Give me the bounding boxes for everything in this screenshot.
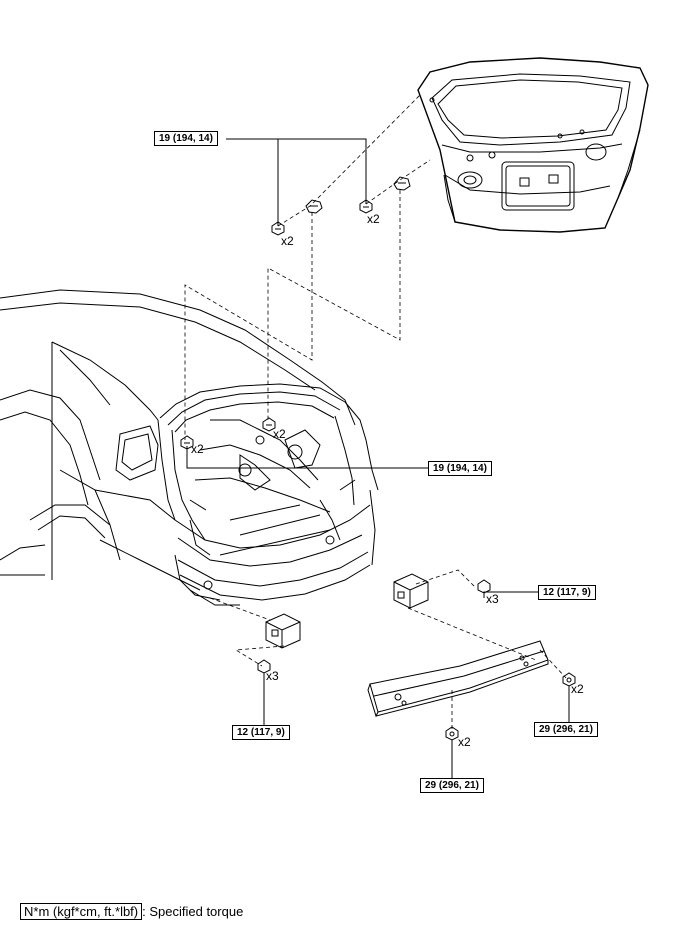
body-bolt-right [262, 417, 276, 432]
qty-body-bolt-right: x2 [273, 427, 286, 441]
vehicle-body [0, 289, 379, 606]
bracket-left [265, 613, 301, 649]
qty-nut-right: x2 [571, 682, 584, 696]
qty-tailgate-bolt-right: x2 [367, 212, 380, 226]
torque-spec-reinforcement-nut-center: 29 (296, 21) [420, 778, 484, 793]
tailgate [417, 57, 649, 233]
bumper-reinforcement [367, 640, 549, 718]
hinge-right [393, 176, 411, 191]
torque-spec-bracket-bolt-left: 12 (117, 9) [232, 725, 290, 740]
torque-spec-reinforcement-nut-right: 29 (296, 21) [534, 722, 598, 737]
qty-body-bolt-left: x2 [191, 442, 204, 456]
qty-bracket-bolt-right: x3 [486, 592, 499, 606]
legend-units-box: N*m (kgf*cm, ft.*lbf) [20, 903, 143, 920]
legend-description: : Specified torque [142, 904, 244, 919]
installation-guide-lines [184, 94, 567, 730]
leader-lines [186, 138, 570, 778]
torque-spec-tailgate-hinge-bolt: 19 (194, 14) [154, 131, 218, 146]
qty-tailgate-bolt-left: x2 [281, 234, 294, 248]
torque-spec-body-hinge-bolt: 19 (194, 14) [428, 461, 492, 476]
torque-legend: N*m (kgf*cm, ft.*lbf): Specified torque [20, 903, 244, 920]
bracket-right [393, 573, 429, 609]
reinforcement-nut-right [562, 672, 576, 687]
qty-bracket-bolt-left: x3 [266, 669, 279, 683]
qty-nut-center: x2 [458, 735, 471, 749]
hinge-left [305, 199, 323, 214]
bracket-bolt-left [257, 659, 271, 678]
body-bolt-left [180, 435, 194, 450]
torque-spec-bracket-bolt-right: 12 (117, 9) [538, 585, 596, 600]
